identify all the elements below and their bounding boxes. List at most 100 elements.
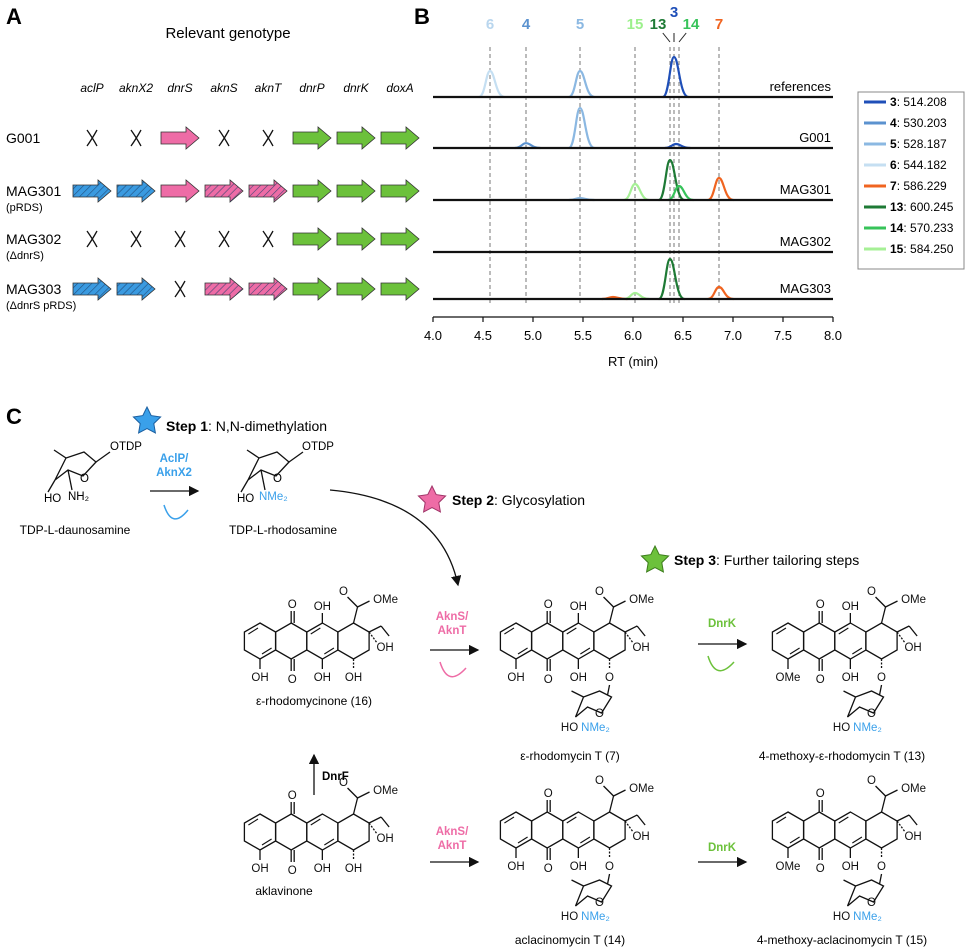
ring-4: [593, 622, 626, 660]
trace-references: references: [433, 55, 833, 99]
ethyl-2: [908, 625, 918, 637]
gene-arrow-hatch: [117, 180, 155, 202]
x-tick-label: 7.5: [774, 328, 792, 343]
gene-arrow-hatch: [73, 278, 111, 300]
double-bond: [580, 836, 591, 844]
gene-arrow-hatch: [205, 180, 243, 202]
c7-oh: OH: [345, 672, 362, 684]
ring-2: [274, 813, 308, 851]
carbonyl-o-top: O: [544, 599, 553, 611]
genotype-row-mag302: MAG302(ΔdnrS): [6, 227, 420, 262]
ester-carbonyl: [875, 785, 886, 797]
double-bond: [580, 647, 591, 655]
gene-arrow-green: [336, 227, 376, 251]
ester-ome: OMe: [629, 594, 654, 606]
c9-oh: OH: [376, 642, 393, 654]
glycosidic-o: O: [605, 861, 614, 873]
gene-deleted-cross: [174, 230, 186, 248]
ethyl-2: [636, 625, 646, 637]
c4-substituent: OH: [507, 861, 524, 873]
ester-ome: OMe: [629, 783, 654, 795]
ring-3: [834, 811, 867, 849]
c11-oh: OH: [314, 863, 331, 875]
ring-o-1: O: [80, 473, 89, 485]
double-bond: [852, 836, 863, 844]
x-tick-label: 6.5: [674, 328, 692, 343]
ester-o: O: [867, 775, 876, 787]
rhodosamine-ring: [846, 690, 885, 718]
step1-cosubstrate-arrow: [163, 504, 189, 520]
c6-oh: OH: [314, 601, 331, 613]
ring-o-2: O: [273, 473, 282, 485]
enzyme-akns-bottom: AknS/: [436, 826, 469, 838]
ester-bond: [880, 795, 887, 813]
sugar-nme2: NMe₂: [853, 722, 882, 734]
double-bond: [566, 816, 577, 824]
peak-13: [657, 158, 685, 202]
glycosidic-o: O: [877, 672, 886, 684]
strain-name: MAG303: [6, 281, 61, 297]
ester-single: [357, 791, 370, 799]
double-bond: [838, 627, 849, 635]
svg-text:Step 2: Glycosylation: Step 2: Glycosylation: [452, 492, 585, 508]
sugar1-name: TDP-L-daunosamine: [20, 523, 131, 537]
ring-2: [802, 811, 836, 849]
carbonyl-o-top: O: [544, 788, 553, 800]
c9-oh: OH: [376, 833, 393, 845]
double-bond: [838, 816, 849, 824]
gene-deleted-cross: [262, 129, 274, 147]
strain-plasmid: (ΔdnrS): [6, 250, 44, 262]
ethyl-1: [368, 625, 382, 633]
legend-entry-7: 7: 586.229: [890, 179, 947, 193]
sugar-ho: HO: [561, 911, 578, 923]
enzyme-aclp: AclP/: [160, 453, 190, 465]
ring-3: [306, 622, 339, 660]
glycosidic-bond: [878, 684, 883, 696]
trace-mag301: MAG301: [433, 158, 833, 202]
ring-3: [306, 813, 339, 851]
sugar-nme2: NMe₂: [853, 911, 882, 923]
sugar-ring-o: O: [595, 708, 604, 720]
ethyl-1: [624, 814, 638, 822]
ester-single: [885, 600, 898, 608]
peak-label-3: 3: [670, 4, 678, 21]
ester-o: O: [339, 586, 348, 598]
ester-single: [885, 789, 898, 797]
ring-3: [834, 622, 867, 660]
sugar-methyl: [843, 690, 856, 698]
enzyme-dnrk-top: DnrK: [708, 618, 737, 630]
enzyme-aknt-bottom: AknT: [438, 840, 467, 852]
gene-header-dnrK: dnrK: [343, 81, 369, 95]
c6-oh: OH: [570, 601, 587, 613]
gene-deleted-cross: [130, 129, 142, 147]
double-bond: [261, 647, 272, 655]
compound-13-name: 4-methoxy-ε-rhodomycin T (13): [759, 749, 925, 763]
ring-1: [771, 811, 805, 849]
compound-15-name: 4-methoxy-aclacinomycin T (15): [757, 933, 927, 947]
peak-label-5: 5: [576, 16, 584, 33]
c9-oh-bond: [624, 631, 634, 644]
rhodosamine-ring: [574, 690, 613, 718]
step2-text: : Glycosylation: [494, 492, 585, 508]
double-bond: [789, 836, 800, 844]
genotype-row-mag301: MAG301(pRDS): [6, 179, 420, 214]
gene-deleted-cross: [262, 230, 274, 248]
c9-oh: OH: [632, 831, 649, 843]
nh2-label: NH₂: [68, 491, 89, 503]
ring-1: [499, 811, 533, 849]
sugar-ho: HO: [833, 911, 850, 923]
peak-label-13: 13: [650, 16, 667, 33]
c11-oh: OH: [570, 672, 587, 684]
gene-header-doxA: doxA: [386, 81, 413, 95]
double-bond: [776, 816, 787, 824]
ester-bond: [352, 797, 359, 815]
double-bond: [776, 627, 787, 635]
legend-entry-6: 6: 544.182: [890, 158, 947, 172]
gene-arrow-hatch: [249, 180, 287, 202]
ester-o: O: [339, 777, 348, 789]
sugar-ring-o: O: [867, 897, 876, 909]
